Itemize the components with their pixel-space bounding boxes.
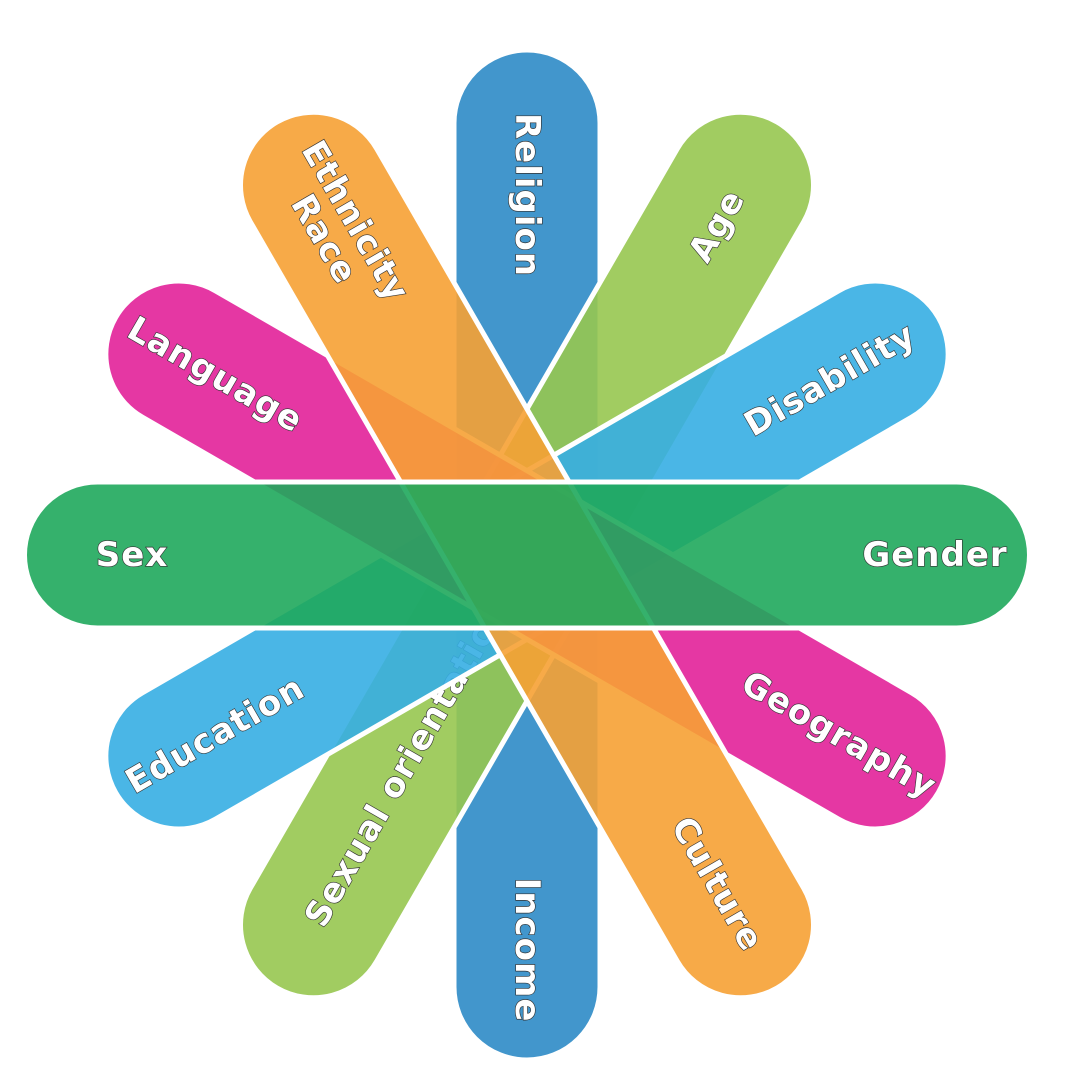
band-sex-gender <box>22 479 1032 631</box>
label-gender: Gender <box>862 535 1007 575</box>
label-sex: Sex <box>96 535 168 575</box>
band-shape <box>22 479 1032 631</box>
label-income: Income <box>507 878 547 1023</box>
label-religion: Religion <box>507 113 547 277</box>
